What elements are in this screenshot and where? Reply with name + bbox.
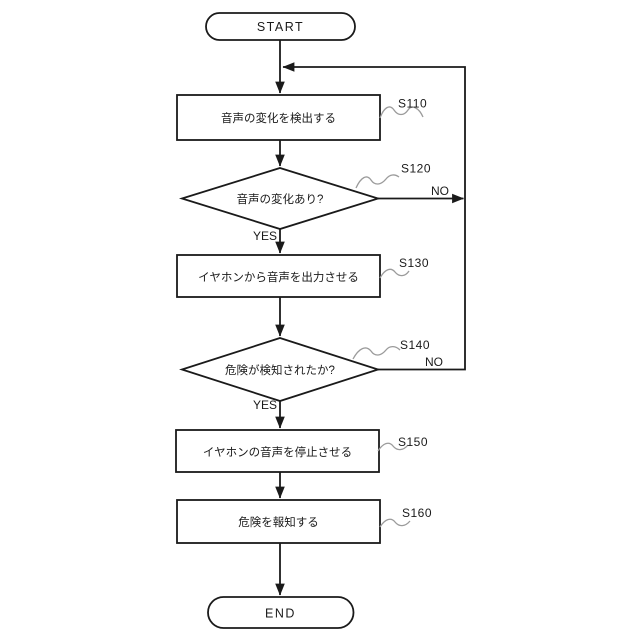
step-id-s110: S110 bbox=[398, 97, 427, 111]
start-label: START bbox=[257, 20, 304, 34]
leader-line-s160 bbox=[379, 518, 411, 528]
step-id-s120: S120 bbox=[401, 162, 431, 176]
process-s130-text: イヤホンから音声を出力させる bbox=[198, 270, 359, 284]
step-id-s150: S150 bbox=[398, 435, 428, 449]
process-s160 bbox=[176, 499, 381, 544]
decision-s120-text: 音声の変化あり? bbox=[237, 192, 324, 206]
decision-s140-text: 危険が検知されたか? bbox=[225, 363, 335, 377]
s120-yes-label: YES bbox=[253, 229, 277, 243]
decision-s120 bbox=[178, 167, 382, 230]
leader-line-s130 bbox=[379, 268, 410, 279]
s120-no-label: NO bbox=[431, 184, 449, 198]
process-s130 bbox=[176, 254, 381, 298]
process-s150-text: イヤホンの音声を停止させる bbox=[203, 445, 352, 459]
decision-s140 bbox=[179, 337, 381, 402]
process-s110-text: 音声の変化を検出する bbox=[221, 111, 336, 125]
start-terminal bbox=[205, 12, 356, 41]
leader-line-s120 bbox=[355, 174, 400, 189]
process-s110 bbox=[176, 94, 381, 141]
leader-line-s140 bbox=[352, 345, 401, 360]
s140-no-label: NO bbox=[425, 355, 443, 369]
step-id-s130: S130 bbox=[399, 256, 429, 270]
feedback-line-s140-no-to-main bbox=[282, 62, 466, 371]
s140-yes-label: YES bbox=[253, 398, 277, 412]
end-label: END bbox=[265, 607, 296, 621]
process-s150 bbox=[175, 429, 380, 473]
leader-line-s150 bbox=[377, 442, 409, 452]
step-id-s160: S160 bbox=[402, 506, 432, 520]
leader-line-s110 bbox=[379, 106, 424, 119]
end-terminal bbox=[207, 596, 355, 629]
process-s160-text: 危険を報知する bbox=[238, 515, 319, 529]
step-id-s140: S140 bbox=[400, 338, 430, 352]
